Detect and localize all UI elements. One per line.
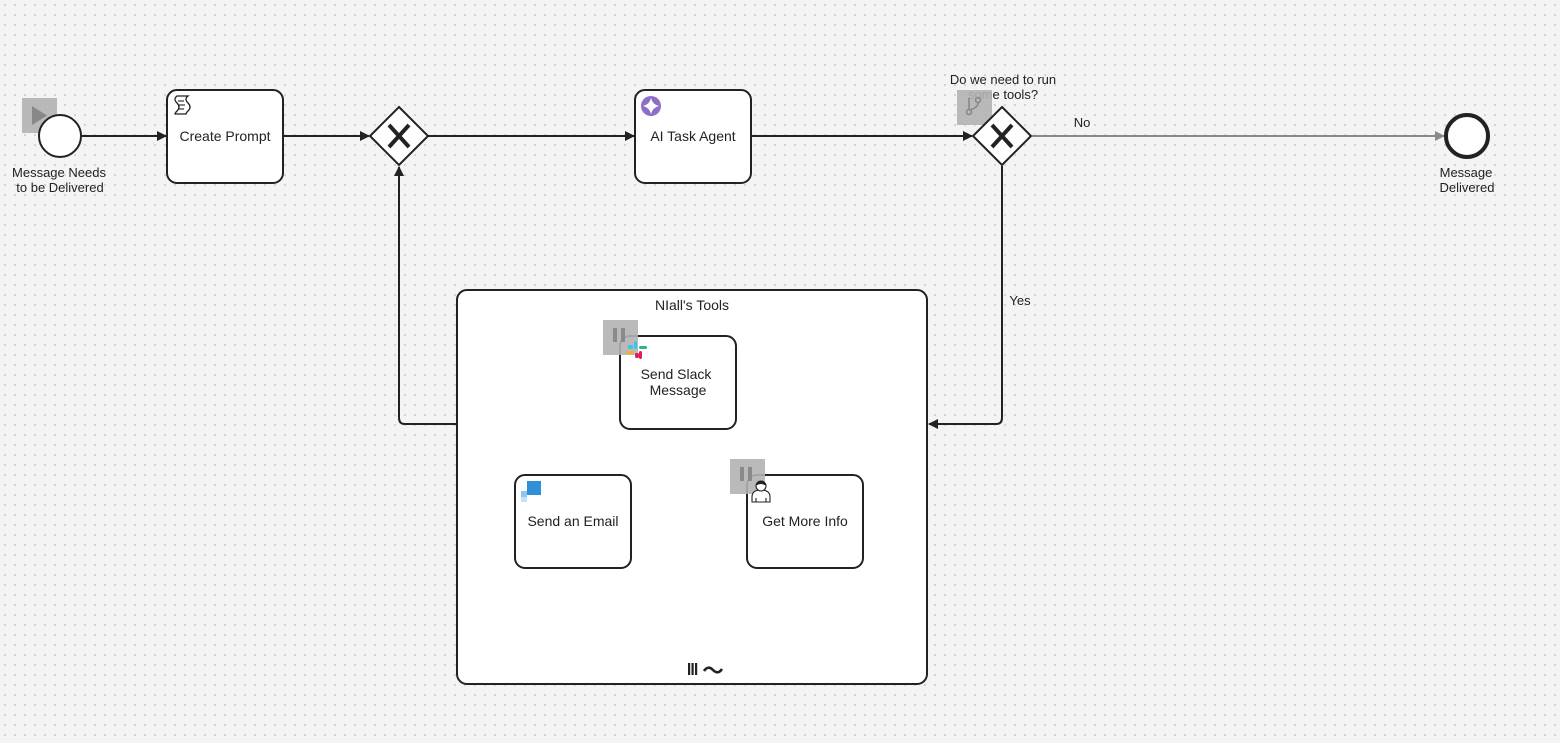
start-event[interactable]: Message Needs to be Delivered bbox=[12, 98, 106, 195]
send-slack-message-task[interactable]: Send Slack Message bbox=[603, 320, 737, 430]
start-event-circle[interactable] bbox=[38, 114, 82, 158]
git-branch-icon bbox=[965, 96, 982, 116]
email-connector-icon bbox=[521, 481, 541, 502]
flow-tools-back-to-gateway[interactable] bbox=[394, 166, 457, 425]
create-prompt-label: Create Prompt bbox=[179, 128, 270, 144]
ai-spark-icon bbox=[641, 96, 661, 116]
ad-hoc-multi-instance-marker bbox=[688, 663, 724, 675]
send-email-task[interactable]: Send an Email bbox=[514, 474, 632, 569]
start-event-label-line1: Message Needs bbox=[12, 165, 106, 180]
pause-overlay-icon[interactable] bbox=[603, 320, 638, 355]
play-icon bbox=[32, 106, 47, 125]
send-email-label: Send an Email bbox=[527, 513, 618, 529]
flow-yes-to-tools[interactable] bbox=[928, 166, 1003, 429]
flow-no-label: No bbox=[1074, 115, 1091, 130]
end-event-label-line2: Delivered bbox=[1440, 180, 1495, 195]
ai-task-agent-task[interactable]: AI Task Agent bbox=[634, 89, 752, 184]
subprocess-title: NIall's Tools bbox=[655, 297, 729, 313]
end-event-label-line1: Message bbox=[1440, 165, 1493, 180]
tools-subprocess[interactable]: NIall's Tools Send Slack Message bbox=[456, 289, 928, 685]
decision-gateway[interactable]: Do we need to run some tools? bbox=[950, 72, 1056, 167]
get-more-info-label: Get More Info bbox=[762, 513, 848, 529]
script-icon bbox=[174, 95, 191, 115]
flow-yes-label: Yes bbox=[1009, 293, 1031, 308]
send-slack-label-line2: Message bbox=[650, 382, 707, 398]
user-task-icon bbox=[751, 480, 771, 503]
get-more-info-task[interactable]: Get More Info bbox=[730, 459, 864, 569]
ai-task-agent-label: AI Task Agent bbox=[650, 128, 735, 144]
x-icon bbox=[387, 123, 411, 149]
create-prompt-task[interactable]: Create Prompt bbox=[166, 89, 284, 184]
send-slack-label-line1: Send Slack bbox=[641, 366, 713, 382]
merge-gateway[interactable] bbox=[368, 105, 430, 167]
x-icon bbox=[990, 123, 1014, 149]
end-event-circle[interactable] bbox=[1444, 113, 1490, 159]
start-event-label-line2: to be Delivered bbox=[16, 180, 103, 195]
slack-icon bbox=[626, 341, 647, 359]
end-event[interactable]: Message Delivered bbox=[1440, 113, 1495, 195]
decision-gateway-label-line1: Do we need to run bbox=[950, 72, 1056, 87]
